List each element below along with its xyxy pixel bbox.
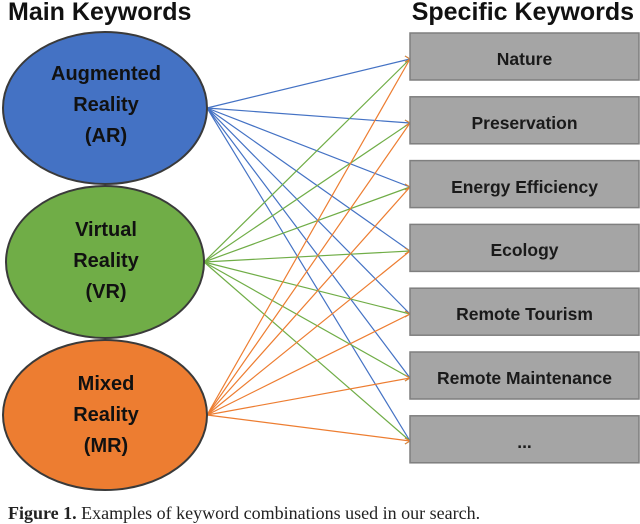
connection-line: [206, 58, 411, 109]
mr-label-line-2: Reality: [73, 404, 139, 426]
diagram-shapes: [2, 31, 640, 491]
connection-line: [203, 261, 411, 442]
connection-line: [206, 107, 411, 124]
connection-line: [206, 250, 411, 416]
specific-keyword-remote-tourism: Remote Tourism: [456, 304, 593, 324]
vr-label-line-2: Reality: [73, 250, 139, 272]
connection-line: [206, 107, 411, 188]
specific-keyword-ecology: Ecology: [490, 240, 559, 260]
connection-line: [206, 58, 411, 416]
specific-keyword-more: ...: [517, 432, 532, 452]
mr-label-line-3: (MR): [83, 435, 129, 457]
connection-line: [206, 107, 411, 379]
connection-line: [206, 377, 411, 416]
connection-line: [206, 414, 411, 442]
specific-keyword-energy-efficiency: Energy Efficiency: [451, 177, 598, 197]
specific-keyword-box: [409, 351, 640, 400]
specific-keyword-box: [409, 287, 640, 336]
specific-keywords-heading: Specific Keywords: [411, 0, 634, 26]
ar-label-line-1: Augmented: [51, 63, 161, 85]
connection-line: [203, 186, 411, 263]
connection-line: [203, 122, 411, 263]
vr-label: Virtual Reality (VR): [6, 215, 206, 308]
specific-keyword-preservation: Preservation: [471, 113, 578, 133]
ellipse-ar: [2, 31, 208, 185]
vr-label-line-1: Virtual: [75, 219, 137, 241]
connection-line: [203, 58, 411, 263]
connection-lines: [203, 55, 411, 445]
mr-label-line-1: Mixed: [77, 373, 135, 395]
mr-label: Mixed Reality (MR): [6, 369, 206, 462]
specific-keyword-box: [409, 223, 640, 273]
connection-line: [203, 261, 411, 379]
ellipse-vr: [5, 185, 205, 339]
vr-label-line-3: (VR): [85, 281, 127, 303]
specific-keyword-box: [409, 415, 640, 464]
connection-line: [203, 261, 411, 315]
connection-line: [206, 186, 411, 416]
specific-keyword-box: [409, 96, 640, 145]
connection-line: [206, 107, 411, 315]
specific-keyword-box: [409, 32, 640, 81]
specific-keyword-nature: Nature: [496, 49, 553, 69]
connection-line: [206, 107, 411, 252]
ar-label-line-3: (AR): [84, 125, 128, 147]
connection-line: [203, 250, 411, 263]
connection-line: [206, 107, 411, 442]
caption-text: Examples of keyword combinations used in…: [81, 503, 481, 523]
connection-line: [206, 122, 411, 416]
main-keywords-heading: Main Keywords: [8, 0, 192, 26]
ar-label: Augmented Reality (AR): [6, 59, 206, 152]
ar-label-line-2: Reality: [73, 94, 139, 116]
specific-keyword-remote-maintenance: Remote Maintenance: [436, 368, 613, 388]
specific-keyword-box: [409, 159, 640, 209]
figure-caption: Figure 1. Examples of keyword combinatio…: [8, 503, 640, 524]
caption-label: Figure 1.: [8, 503, 77, 523]
ellipse-mr: [2, 339, 208, 491]
connection-line: [206, 313, 411, 416]
